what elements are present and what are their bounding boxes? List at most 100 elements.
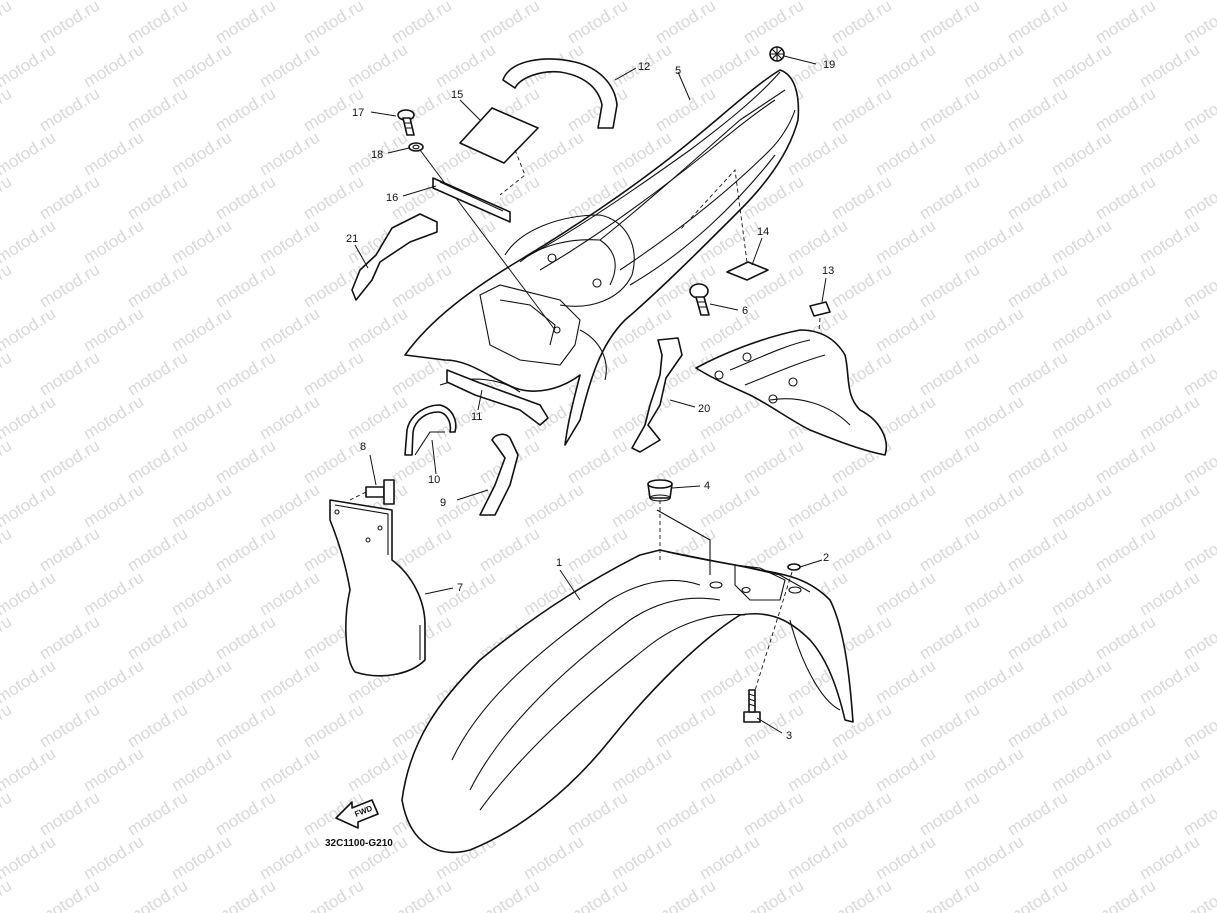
watermark-text: motod.ru <box>828 260 895 312</box>
watermark-text: motod.ru <box>0 524 15 576</box>
watermark-text: motod.ru <box>256 128 323 180</box>
watermark-text: motod.ru <box>564 436 631 488</box>
callout-19: 19 <box>823 59 835 71</box>
watermark-text: motod.ru <box>212 700 279 752</box>
label <box>459 107 539 196</box>
watermark-text: motod.ru <box>960 128 1027 180</box>
watermark-text: motod.ru <box>168 216 235 268</box>
watermark-text: motod.ru <box>1004 876 1071 913</box>
callout-numbers: 1 2 3 4 5 6 7 8 9 10 11 12 13 14 15 16 1… <box>346 59 835 742</box>
watermark-text: motod.ru <box>0 84 15 136</box>
watermark-text: motod.ru <box>1136 832 1203 884</box>
watermark-text: motod.ru <box>784 216 851 268</box>
watermark-text: motod.ru <box>1136 656 1203 708</box>
callout-1: 1 <box>556 557 562 569</box>
watermark-text: motod.ru <box>520 832 587 884</box>
watermark-text: motod.ru <box>1180 436 1217 488</box>
callout-10: 10 <box>428 474 440 486</box>
callout-11: 11 <box>471 411 482 423</box>
watermark-text: motod.ru <box>1004 612 1071 664</box>
watermark-text: motod.ru <box>80 40 147 92</box>
watermark-text: motod.ru <box>828 524 895 576</box>
watermark-text: motod.ru <box>740 876 807 913</box>
watermark-text: motod.ru <box>256 304 323 356</box>
watermark-text: motod.ru <box>828 700 895 752</box>
watermark-text: motod.ru <box>36 612 103 664</box>
watermark-text: motod.ru <box>652 0 719 47</box>
watermark-text: motod.ru <box>476 876 543 913</box>
watermark-text: motod.ru <box>696 392 763 444</box>
callout-18: 18 <box>371 149 383 161</box>
callout-8: 8 <box>360 441 366 453</box>
watermark-text: motod.ru <box>0 128 59 180</box>
collar <box>408 142 556 331</box>
watermark-text: motod.ru <box>1092 260 1159 312</box>
watermark-text: motod.ru <box>124 0 191 47</box>
callout-17: 17 <box>352 107 364 119</box>
watermark-text: motod.ru <box>1092 612 1159 664</box>
watermark-text: motod.ru <box>1004 348 1071 400</box>
watermark-text: motod.ru <box>388 84 455 136</box>
watermark-text: motod.ru <box>212 876 279 913</box>
watermark-text: motod.ru <box>960 744 1027 796</box>
graphic <box>631 337 683 453</box>
bolt <box>743 689 761 723</box>
watermark-text: motod.ru <box>0 436 15 488</box>
watermark-text: motod.ru <box>344 40 411 92</box>
watermark-text: motod.ru <box>1004 84 1071 136</box>
watermark-text: motod.ru <box>256 744 323 796</box>
watermark-text: motod.ru <box>344 744 411 796</box>
watermark-text: motod.ru <box>1136 568 1203 620</box>
watermark-text: motod.ru <box>828 84 895 136</box>
band <box>446 369 549 426</box>
watermark-text: motod.ru <box>916 436 983 488</box>
watermark-text: motod.ru <box>1092 348 1159 400</box>
watermark-text: motod.ru <box>124 700 191 752</box>
watermark-text: motod.ru <box>1004 172 1071 224</box>
watermark-text: motod.ru <box>80 480 147 532</box>
watermark-text: motod.ru <box>0 0 15 47</box>
watermark-text: motod.ru <box>212 612 279 664</box>
watermark-text: motod.ru <box>960 304 1027 356</box>
watermark-text: motod.ru <box>0 568 59 620</box>
watermark-text: motod.ru <box>828 172 895 224</box>
watermark-text: motod.ru <box>388 436 455 488</box>
watermark-text: motod.ru <box>1092 436 1159 488</box>
watermark-text: motod.ru <box>212 260 279 312</box>
watermark-text: motod.ru <box>828 788 895 840</box>
watermark-text: motod.ru <box>168 392 235 444</box>
bolt <box>689 283 710 316</box>
watermark-text: motod.ru <box>1180 348 1217 400</box>
watermark-text: motod.ru <box>300 348 367 400</box>
watermark-text: motod.ru <box>36 700 103 752</box>
watermark-text: motod.ru <box>36 788 103 840</box>
label <box>679 168 769 281</box>
watermark-text: motod.ru <box>432 40 499 92</box>
watermark-text: motod.ru <box>960 40 1027 92</box>
watermark-text: motod.ru <box>916 612 983 664</box>
watermark-text: motod.ru <box>80 216 147 268</box>
watermark-text: motod.ru <box>476 524 543 576</box>
watermark-text: motod.ru <box>168 744 235 796</box>
watermark-text: motod.ru <box>1136 392 1203 444</box>
watermark-text: motod.ru <box>0 216 59 268</box>
watermark-text: motod.ru <box>124 612 191 664</box>
watermark-text: motod.ru <box>168 832 235 884</box>
watermark-text: motod.ru <box>828 876 895 913</box>
callout-16: 16 <box>386 192 398 204</box>
watermark-text: motod.ru <box>916 0 983 47</box>
watermark-text: motod.ru <box>1048 128 1115 180</box>
watermark-text: motod.ru <box>696 40 763 92</box>
watermark-text: motod.ru <box>520 480 587 532</box>
watermark-text: motod.ru <box>80 304 147 356</box>
callout-7: 7 <box>457 582 463 594</box>
watermark-text: motod.ru <box>916 348 983 400</box>
mud-flap <box>329 499 426 677</box>
watermark-text: motod.ru <box>1092 0 1159 47</box>
watermark-text: motod.ru <box>256 480 323 532</box>
watermark-text: motod.ru <box>696 744 763 796</box>
watermark-text: motod.ru <box>872 304 939 356</box>
watermark-text: motod.ru <box>1048 656 1115 708</box>
watermark-text: motod.ru <box>652 788 719 840</box>
